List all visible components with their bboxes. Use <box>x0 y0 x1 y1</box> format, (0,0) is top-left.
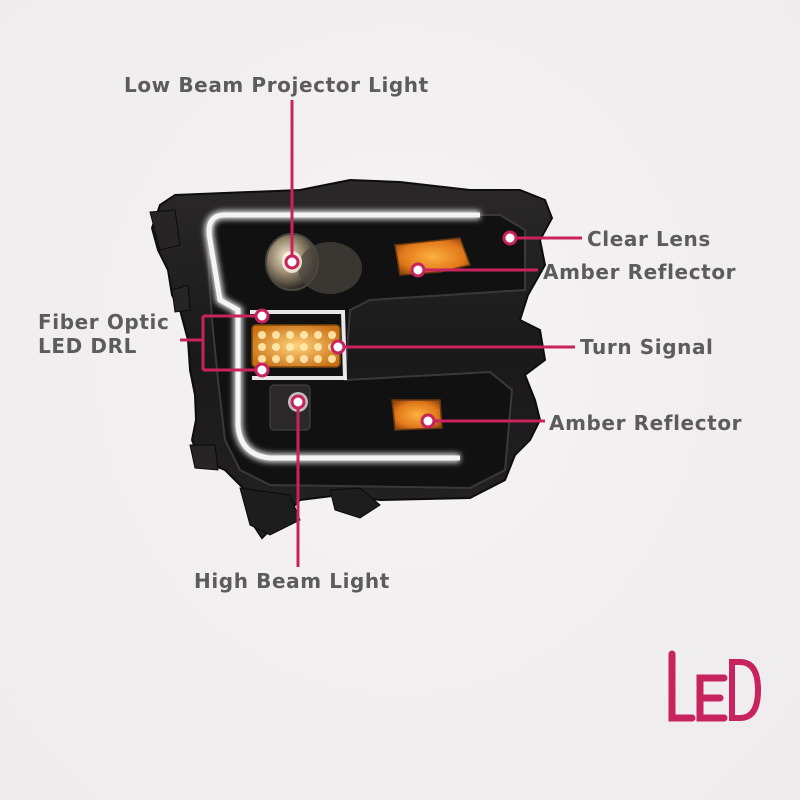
leader-lines <box>180 100 582 567</box>
dot-amber-top <box>410 262 426 278</box>
label-clear-lens: Clear Lens <box>587 227 711 251</box>
dot-amber-bottom <box>420 413 436 429</box>
leader-endpoints <box>254 230 518 429</box>
label-high-beam: High Beam Light <box>194 569 390 593</box>
high-beam <box>269 384 311 431</box>
label-amber-reflector-top: Amber Reflector <box>543 260 737 284</box>
dot-fiber-bottom <box>254 362 270 378</box>
dot-high-beam <box>290 394 306 410</box>
leader-fiber-optic <box>180 314 262 372</box>
dot-fiber-top <box>254 308 270 324</box>
dot-low-beam <box>284 254 300 270</box>
amber-reflector-bottom <box>391 399 443 431</box>
label-fiber-optic-line2: LED DRL <box>38 334 137 358</box>
label-amber-reflector-bottom: Amber Reflector <box>549 411 743 435</box>
label-fiber-optic-line1: Fiber Optic <box>38 310 170 334</box>
label-low-beam: Low Beam Projector Light <box>124 73 429 97</box>
dot-turn-signal <box>330 339 346 355</box>
label-fiber-optic: Fiber Optic LED DRL <box>38 310 169 358</box>
dot-clear-lens <box>502 230 518 246</box>
label-turn-signal: Turn Signal <box>580 335 714 359</box>
turn-signal-led <box>251 324 341 368</box>
led-logo <box>668 650 762 722</box>
